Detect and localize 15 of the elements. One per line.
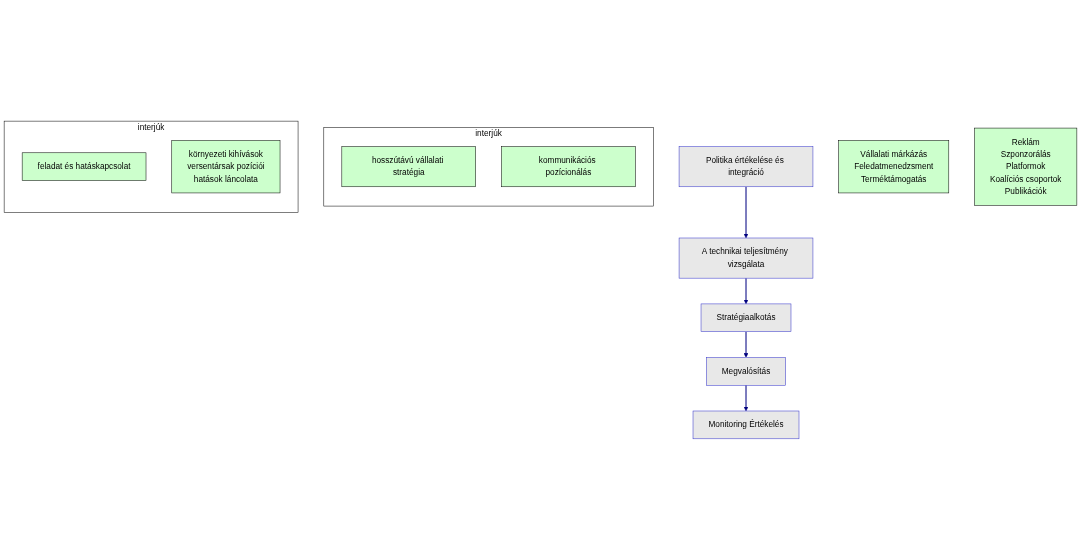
- arrow: [743, 277, 749, 304]
- node-box: Stratégiaalkotás: [700, 303, 792, 332]
- node-box: feladat és hatáskapcsolat: [21, 152, 147, 181]
- node-box: Vállalati márkázás Feledatmenedzsment Terméktámogatás: [838, 139, 950, 193]
- arrow: [743, 330, 749, 358]
- node-box: környezeti kihívások versentársak pozíciói hatások láncolata: [171, 139, 281, 193]
- node-box: Reklám Szponzorálás Platformok Koalíciós csoportok Publikációk: [974, 127, 1078, 206]
- node-box: hosszútávú vállalati stratégia: [341, 145, 476, 187]
- node-box: A technikai teljesítmény vizsgálata: [678, 237, 814, 278]
- node-box: Politika értékelése és integráció: [678, 145, 814, 187]
- node-box: Megvalósítás: [706, 356, 786, 386]
- arrow: [743, 185, 749, 238]
- node-box: kommunikációs pozícionálás: [501, 145, 636, 187]
- node-box: Monitoring Értékelés: [692, 410, 800, 439]
- arrow: [743, 384, 749, 411]
